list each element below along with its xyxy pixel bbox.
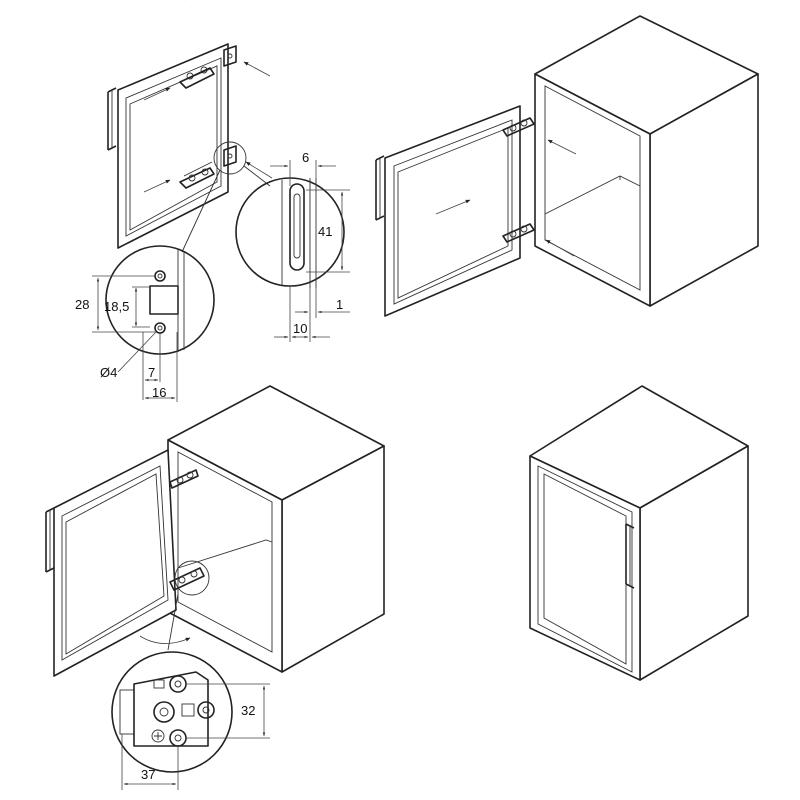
dimension-lines-hinge — [121, 683, 270, 790]
dim-hole-diameter: Ø4 — [100, 365, 117, 380]
dim-hinge-pitch: 32 — [241, 703, 255, 718]
hinge-icon — [502, 117, 535, 137]
hinge-icon — [169, 560, 210, 596]
dim-hinge-offset: 37 — [141, 767, 155, 782]
cabinet-icon — [529, 385, 749, 681]
detail-marker — [213, 141, 247, 175]
dim-strike-height: 28 — [75, 297, 89, 312]
arrow-icon — [143, 61, 273, 193]
hinge-icon — [502, 223, 535, 243]
cabinet-icon — [534, 15, 759, 307]
dimension-lines-strike — [92, 275, 178, 402]
arrow-icon — [435, 139, 577, 257]
hinge-icon — [169, 469, 199, 489]
detail-leader — [181, 169, 221, 253]
step2-attach-door — [375, 15, 759, 317]
handle-icon — [107, 87, 117, 151]
detail-leader — [167, 593, 179, 651]
dim-slot-length: 41 — [318, 224, 332, 239]
dim-slot-edge: 1 — [336, 297, 343, 312]
dim-slot-width: 6 — [302, 150, 309, 165]
handle-icon — [625, 523, 635, 589]
dim-slot-offset: 10 — [293, 321, 307, 336]
handle-icon — [375, 155, 385, 221]
rotation-arrow — [139, 635, 191, 644]
step3-adjust-hinges — [45, 385, 385, 677]
step4-closed-cabinet — [529, 385, 749, 681]
door-frame-icon — [53, 449, 177, 677]
dim-strike-depth: 16 — [152, 385, 166, 400]
hinge-icon — [179, 0, 215, 89]
step1-door-with-hinges — [107, 0, 273, 253]
dimension-lines-slot — [270, 160, 350, 342]
hinge-icon — [179, 161, 215, 189]
detail-hinge-plate — [111, 651, 233, 773]
door-frame-icon — [537, 465, 633, 673]
mounting-plate — [223, 45, 237, 167]
door-frame-icon — [117, 43, 229, 249]
door-frame-icon — [384, 105, 521, 317]
detail-leader — [243, 165, 271, 187]
handle-icon — [45, 507, 55, 573]
dim-strike-pitch: 18,5 — [104, 299, 129, 314]
dim-hole-offset: 7 — [148, 365, 155, 380]
cabinet-icon — [167, 385, 385, 673]
